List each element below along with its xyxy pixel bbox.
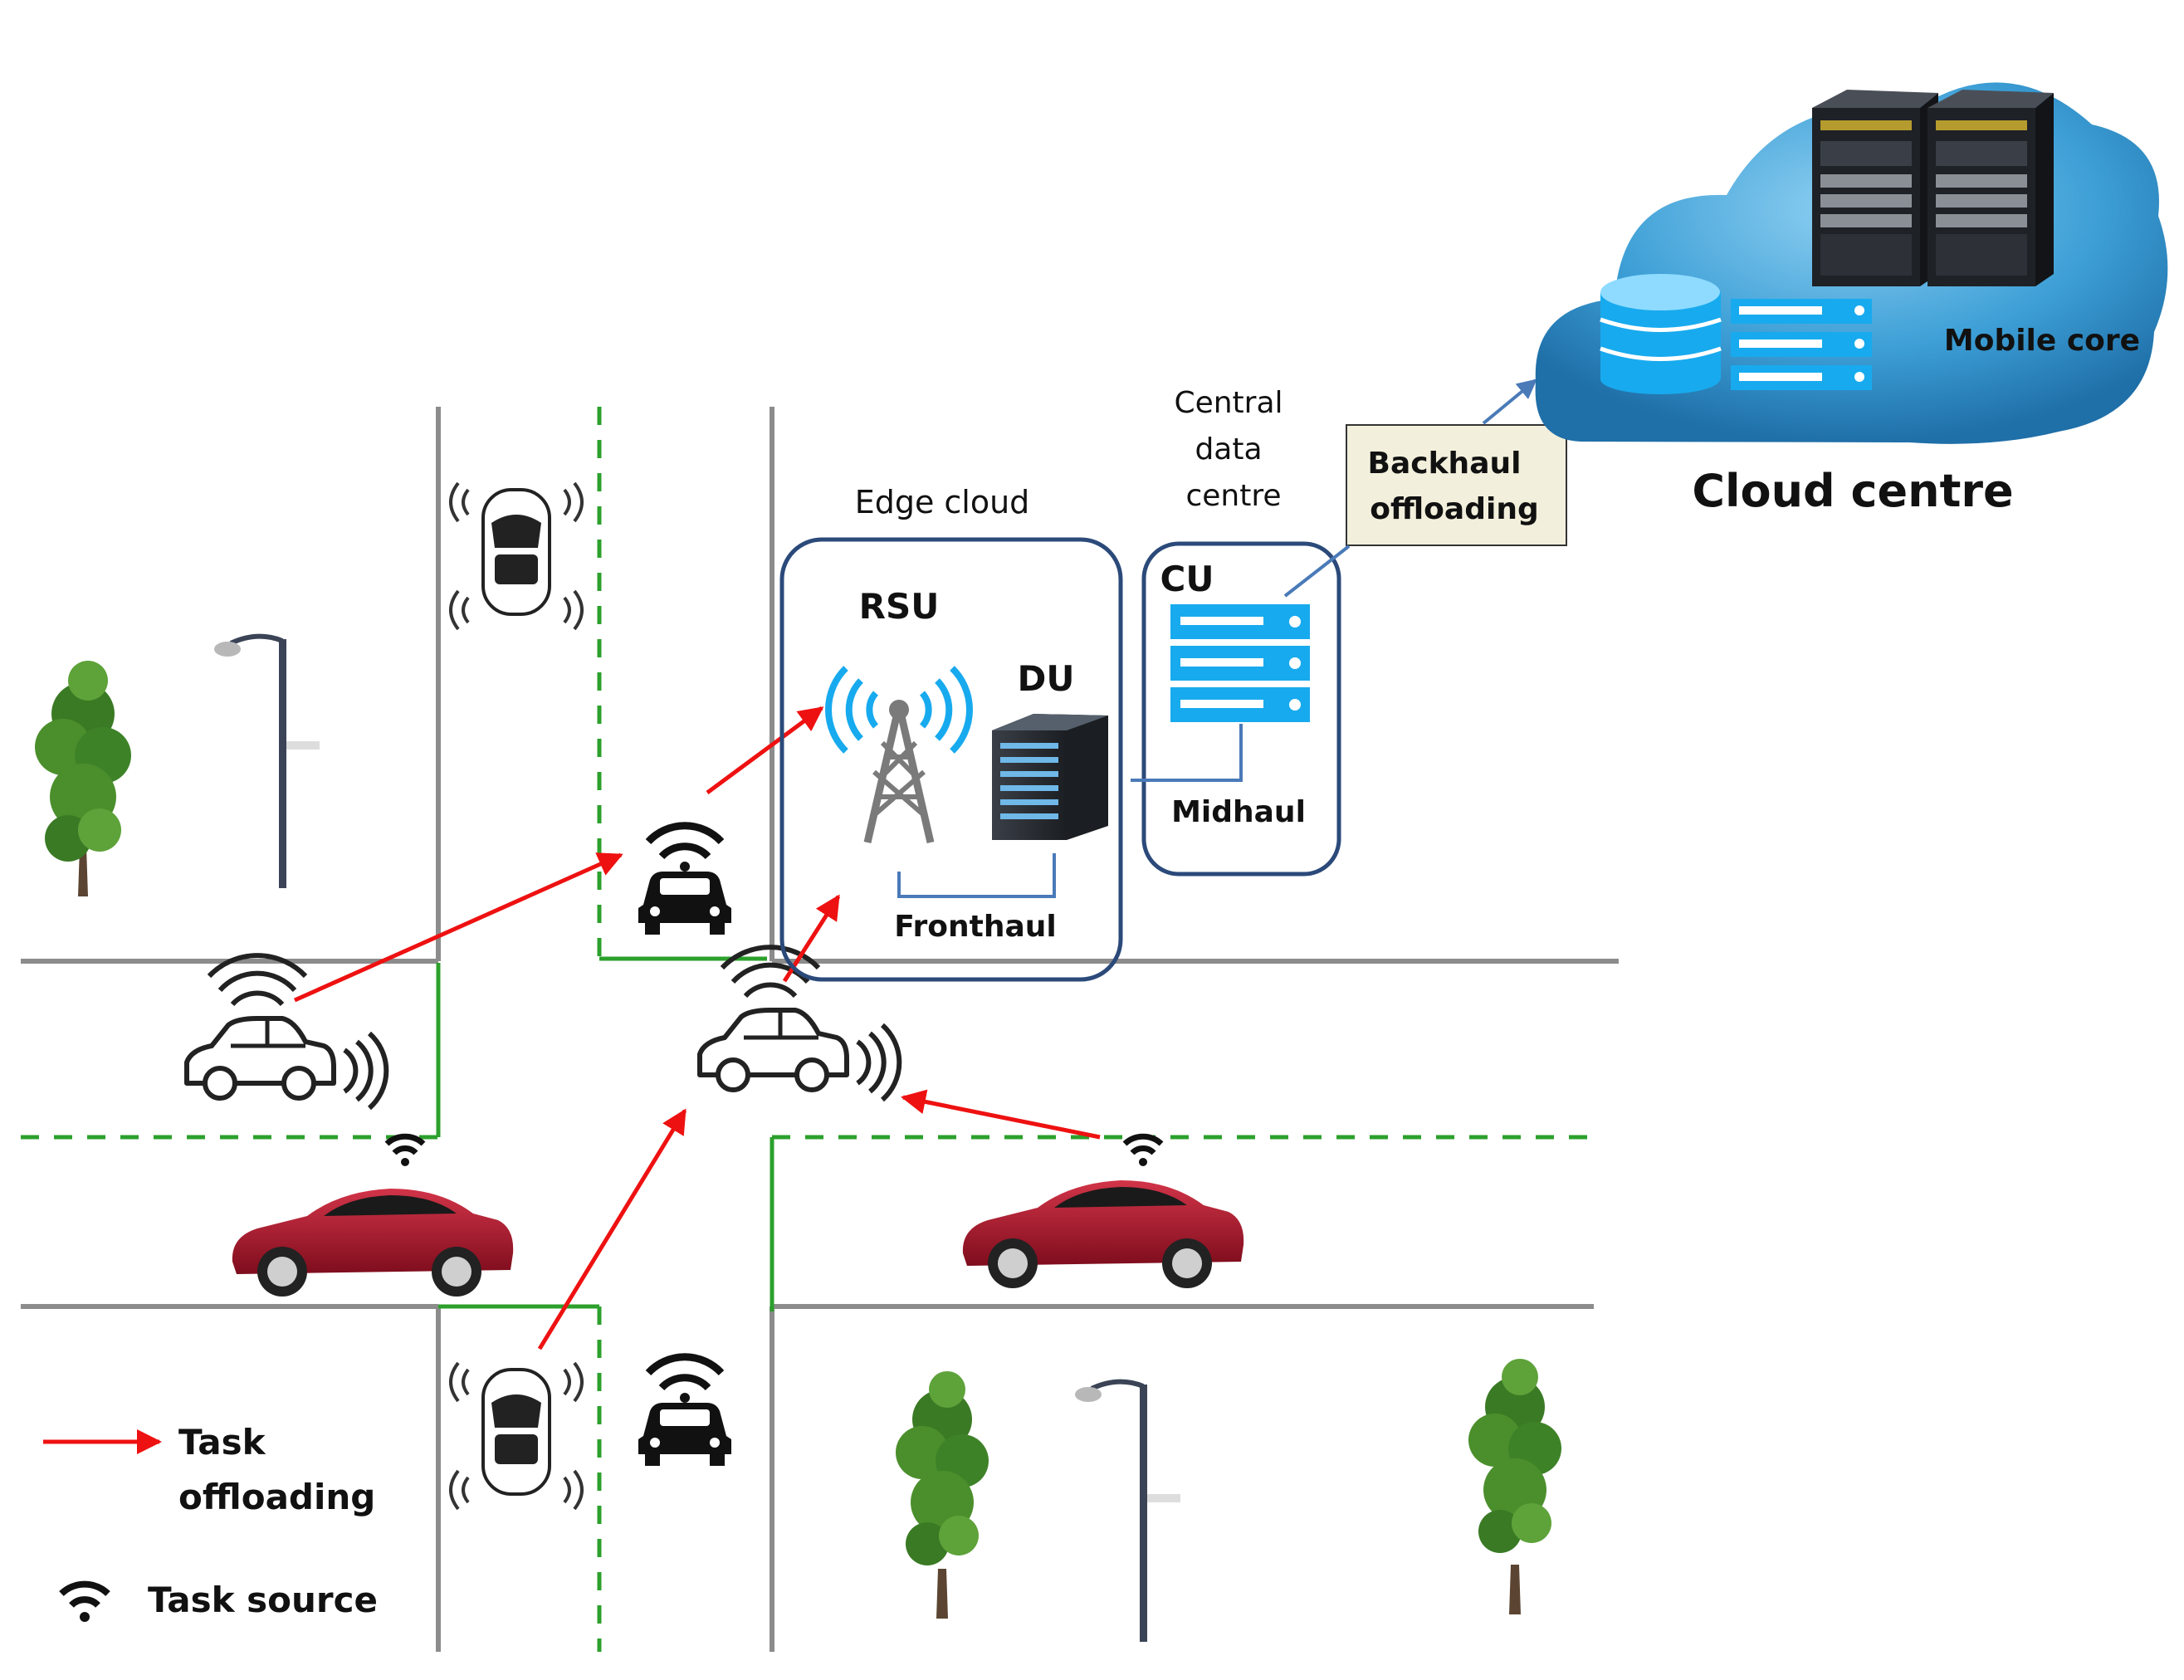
- core-router-icon: [1812, 90, 1938, 286]
- wifi-icon: [384, 1133, 426, 1166]
- cu-server-icon: [1170, 604, 1310, 722]
- backhaul-label: Backhaul: [1368, 447, 1522, 481]
- smart-car-icon: [184, 953, 389, 1111]
- red-car-icon: [232, 1189, 514, 1297]
- wifi-icon: [59, 1580, 110, 1622]
- backhaul-link: [1482, 378, 1537, 425]
- top-view-car-icon: [449, 481, 584, 631]
- legend-task-offloading-label: offloading: [178, 1477, 375, 1517]
- tree-icon: [896, 1371, 989, 1619]
- du-label: DU: [1018, 658, 1075, 699]
- tree-icon: [1468, 1359, 1561, 1614]
- backhaul-label: offloading: [1370, 492, 1538, 526]
- du-server-icon: [992, 714, 1108, 840]
- legend-task-source-label: Task source: [148, 1580, 378, 1620]
- midhaul-link: [1131, 724, 1243, 782]
- database-icon: [1600, 274, 1722, 394]
- smart-car-icon: [697, 945, 902, 1102]
- legend-task-offloading-label: Task: [178, 1422, 266, 1463]
- wifi-icon: [1122, 1133, 1164, 1166]
- fronthaul-link: [897, 853, 1056, 898]
- server-rack-icon: [1731, 299, 1872, 390]
- offload-arrow: [706, 706, 824, 795]
- fronthaul-label: Fronthaul: [894, 910, 1057, 944]
- backhaul-link: [1283, 545, 1351, 598]
- core-router-icon: [1927, 90, 2054, 286]
- edge-cloud-box: [779, 537, 1123, 982]
- offload-arrow: [293, 852, 623, 1003]
- offload-arrow: [537, 1108, 687, 1350]
- edge-cloud-label: Edge cloud: [855, 484, 1030, 520]
- rsu-tower-icon: [824, 666, 974, 844]
- central-data-centre-label: centre: [1185, 479, 1281, 513]
- connected-car-icon: [638, 1353, 731, 1466]
- midhaul-label: Midhaul: [1171, 795, 1306, 829]
- connected-car-icon: [638, 822, 731, 935]
- top-view-car-icon: [449, 1361, 584, 1511]
- red-car-icon: [962, 1180, 1244, 1288]
- mobile-core-label: Mobile core: [1944, 324, 2140, 358]
- road-network: [21, 407, 1619, 1652]
- central-data-centre-box: [1141, 541, 1341, 877]
- central-data-centre-label: data: [1195, 432, 1262, 466]
- tree-icon: [35, 661, 131, 896]
- cu-label: CU: [1160, 559, 1214, 599]
- rsu-label: RSU: [859, 586, 940, 627]
- street-lamp-icon: [214, 633, 320, 888]
- backhaul-box: [1346, 424, 1567, 546]
- cloud-centre-label: Cloud centre: [1692, 465, 2013, 517]
- offload-arrow: [901, 1089, 1101, 1140]
- central-data-centre-label: Central: [1174, 386, 1283, 420]
- street-lamp-icon: [1075, 1379, 1180, 1642]
- legend: Task offloading Task source: [43, 1422, 378, 1622]
